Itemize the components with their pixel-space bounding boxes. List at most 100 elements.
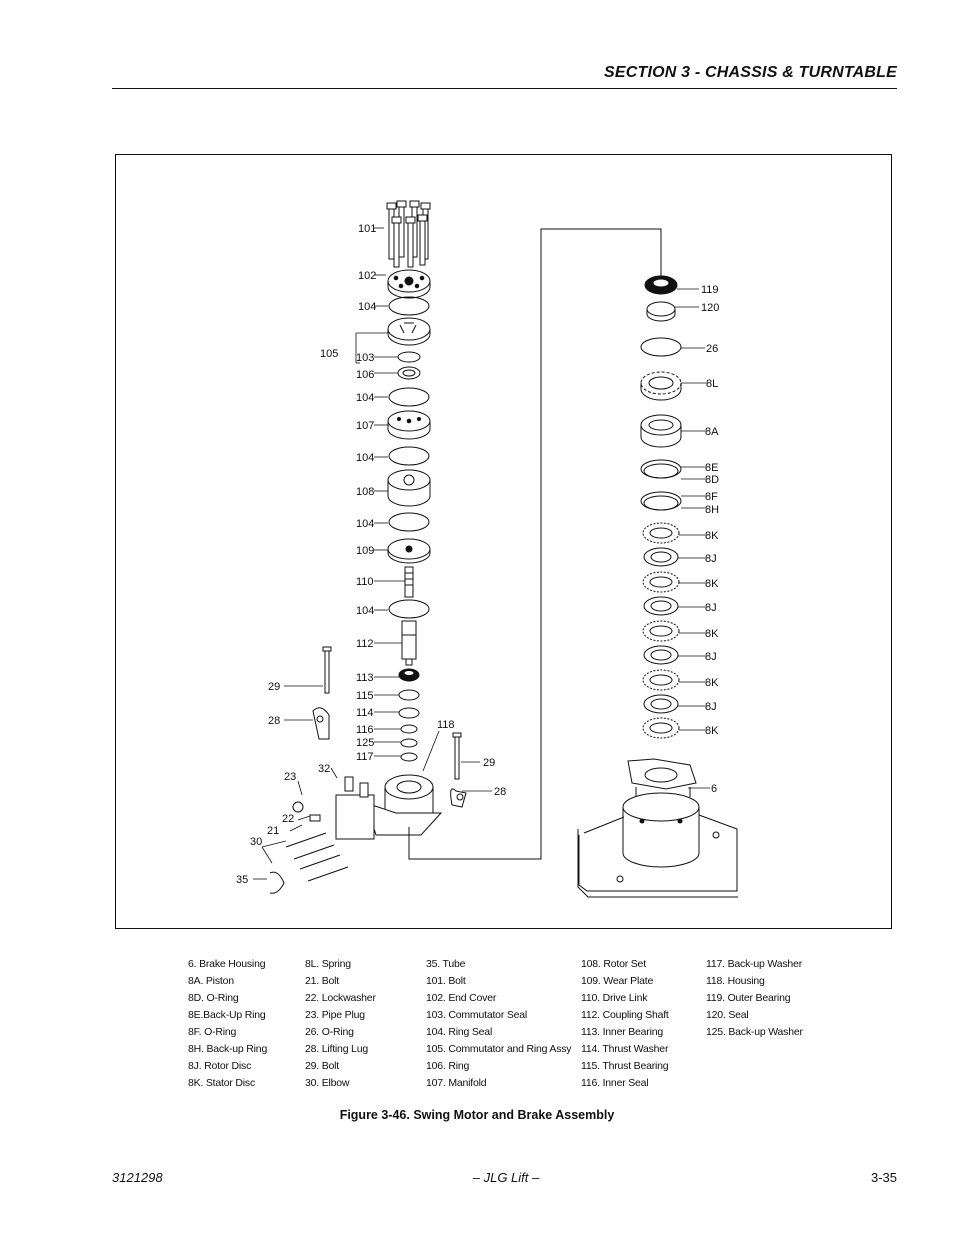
- callout-116: 116: [356, 724, 374, 736]
- legend-item: 107. Manifold: [426, 1077, 487, 1089]
- callout-8H: 8H: [705, 504, 719, 516]
- drive-link-110: [404, 566, 414, 598]
- bolts-21-22: [285, 832, 349, 882]
- callout-106: 106: [356, 369, 374, 381]
- callout-120: 120: [701, 302, 719, 314]
- legend-item: 125. Back-up Washer: [706, 1026, 803, 1038]
- ring-seal-104: [388, 296, 430, 316]
- ring-seal-104: [388, 446, 430, 466]
- legend-column-1: 6. Brake Housing 8A. Piston 8D. O-Ring 8…: [188, 956, 267, 1092]
- legend-item: 8L. Spring: [305, 958, 351, 970]
- callout-103: 103: [356, 352, 374, 364]
- callout-118: 118: [437, 719, 455, 731]
- callout-8J: 8J: [705, 602, 717, 614]
- legend-item: 30. Elbow: [305, 1077, 350, 1089]
- o-ring-26: [640, 337, 682, 357]
- seal-120: [646, 301, 676, 322]
- legend-item: 113. Inner Bearing: [581, 1026, 664, 1038]
- wear-plate-109: [387, 538, 431, 564]
- callout-28: 28: [268, 715, 280, 727]
- callout-21: 21: [267, 825, 279, 837]
- inner-bearing-113: [398, 668, 420, 682]
- legend-item: 115. Thrust Bearing: [581, 1060, 669, 1072]
- ring-seal-104: [388, 387, 430, 407]
- leader-lines: [253, 227, 710, 880]
- legend-column-4: 108. Rotor Set 109. Wear Plate 110. Driv…: [581, 956, 669, 1092]
- legend-item: 8F. O-Ring: [188, 1026, 237, 1038]
- piston-8A: [640, 414, 682, 448]
- callout-125: 125: [356, 737, 374, 749]
- header-rule: [112, 88, 897, 89]
- coupling-shaft-112: [401, 620, 417, 666]
- legend-item: 23. Pipe Plug: [305, 1009, 365, 1021]
- lifting-lug-28-right: [450, 788, 467, 808]
- brake-housing-6: [577, 758, 738, 898]
- o-ring-8D: [643, 463, 679, 479]
- legend-item: 35. Tube: [426, 958, 466, 970]
- callout-102: 102: [358, 270, 376, 282]
- legend-item: 8K. Stator Disc: [188, 1077, 256, 1089]
- callout-23: 23: [284, 771, 296, 783]
- legend-item: 109. Wear Plate: [581, 975, 654, 987]
- ring-seal-104: [388, 599, 430, 619]
- callout-114: 114: [356, 707, 374, 719]
- legend-item: 8E.Back-Up Ring: [188, 1009, 266, 1021]
- callout-29: 29: [483, 757, 495, 769]
- bolt-29-left: [322, 646, 332, 694]
- legend-column-5: 117. Back-up Washer 118. Housing 119. Ou…: [706, 956, 803, 1041]
- callout-117: 117: [356, 751, 374, 763]
- callout-8J: 8J: [705, 651, 717, 663]
- callout-104: 104: [356, 518, 374, 530]
- rotor-set-108: [387, 469, 431, 507]
- commutator-ring-105: [387, 317, 431, 346]
- callout-8K: 8K: [705, 530, 719, 542]
- backup-washer-117: [400, 752, 418, 762]
- legend-item: 104. Ring Seal: [426, 1026, 493, 1038]
- exploded-view-drawing: 101 102 104 105 103 106 104 107 104 108 …: [236, 200, 738, 898]
- section-title: SECTION 3 - CHASSIS & TURNTABLE: [603, 64, 897, 81]
- spring-8L: [640, 371, 682, 401]
- callout-30: 30: [250, 836, 262, 848]
- legend-item: 110. Drive Link: [581, 992, 648, 1004]
- legend-item: 8J. Rotor Disc: [188, 1060, 252, 1072]
- end-cover-102: [387, 269, 431, 299]
- callout-8K: 8K: [705, 578, 719, 590]
- callout-8K: 8K: [705, 725, 719, 737]
- legend-item: 26. O-Ring: [305, 1026, 354, 1038]
- thrust-washer-114: [398, 707, 420, 719]
- inner-seal-116: [400, 724, 418, 734]
- legend-item: 103. Commutator Seal: [426, 1009, 528, 1021]
- disc-stack: [642, 522, 680, 739]
- callout-32: 32: [318, 763, 330, 775]
- legend-item: 119. Outer Bearing: [706, 992, 791, 1004]
- legend-item: 6. Brake Housing: [188, 958, 266, 970]
- legend-item: 114. Thrust Washer: [581, 1043, 669, 1055]
- manifold-107: [387, 410, 431, 440]
- figure-frame: 101 102 104 105 103 106 104 107 104 108 …: [115, 154, 892, 929]
- callout-6: 6: [711, 783, 717, 795]
- legend-item: 8A. Piston: [188, 975, 234, 987]
- ring-seal-104: [388, 512, 430, 532]
- legend-item: 108. Rotor Set: [581, 958, 646, 970]
- callout-104: 104: [358, 301, 376, 313]
- legend-column-3: 35. Tube 101. Bolt 102. End Cover 103. C…: [426, 956, 572, 1092]
- legend-column-2: 8L. Spring 21. Bolt 22. Lockwasher 23. P…: [305, 956, 376, 1092]
- legend-item: 106. Ring: [426, 1060, 470, 1072]
- callout-107: 107: [356, 420, 374, 432]
- callout-8D: 8D: [705, 474, 719, 486]
- legend-item: 22. Lockwasher: [305, 992, 376, 1004]
- legend-item: 21. Bolt: [305, 975, 340, 987]
- callout-104: 104: [356, 452, 374, 464]
- callout-119: 119: [701, 284, 719, 296]
- callout-28: 28: [494, 786, 506, 798]
- elbow-fittings: [292, 776, 375, 840]
- page-number: 3-35: [870, 1170, 897, 1185]
- callout-8L: 8L: [706, 378, 718, 390]
- callout-104: 104: [356, 605, 374, 617]
- legend-item: 8H. Back-up Ring: [188, 1043, 268, 1055]
- callout-8J: 8J: [705, 553, 717, 565]
- bolts-101: [386, 200, 431, 268]
- callout-108: 108: [356, 486, 374, 498]
- callout-8J: 8J: [705, 701, 717, 713]
- legend-item: 101. Bolt: [426, 975, 466, 987]
